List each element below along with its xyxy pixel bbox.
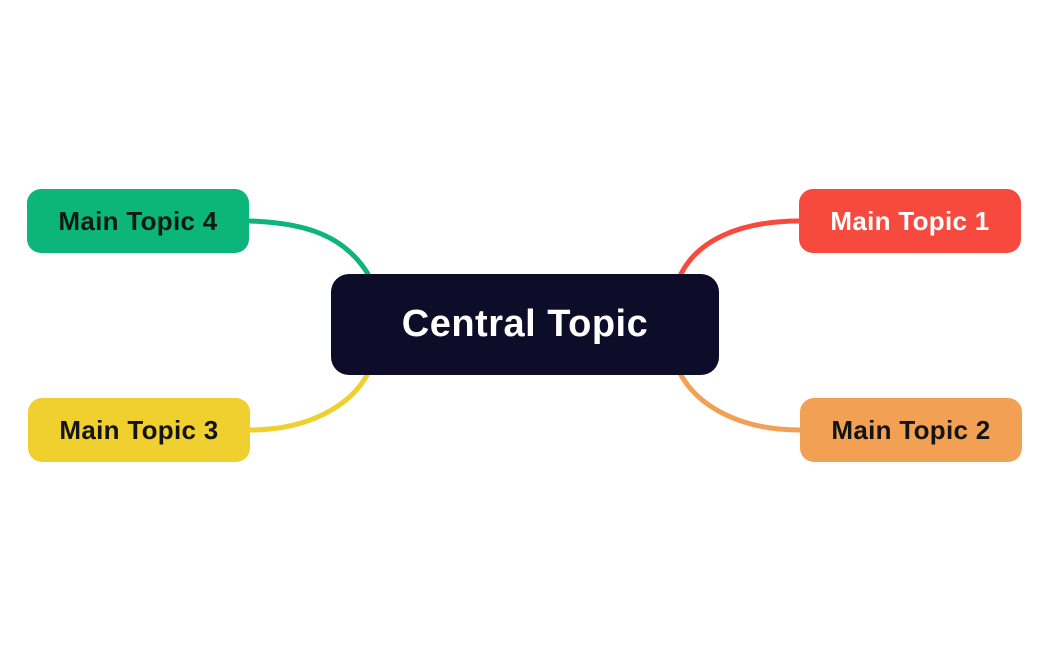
connector-main-topic-1 (678, 218, 803, 277)
main-topic-3-node[interactable]: Main Topic 3 (28, 398, 250, 462)
connector-main-topic-2 (678, 372, 803, 433)
main-topic-4-node[interactable]: Main Topic 4 (27, 189, 249, 253)
main-topic-4-label: Main Topic 4 (58, 205, 218, 236)
connector-main-topic-4 (247, 218, 371, 277)
central-topic-node[interactable]: Central Topic (331, 274, 719, 375)
connector-main-topic-3 (247, 372, 370, 433)
main-topic-3-label: Main Topic 3 (59, 414, 219, 445)
main-topic-2-node[interactable]: Main Topic 2 (800, 398, 1022, 462)
central-topic-label: Central Topic (401, 303, 649, 345)
main-topic-1-node[interactable]: Main Topic 1 (799, 189, 1021, 253)
main-topic-2-label: Main Topic 2 (831, 414, 991, 445)
main-topic-1-label: Main Topic 1 (830, 205, 990, 236)
